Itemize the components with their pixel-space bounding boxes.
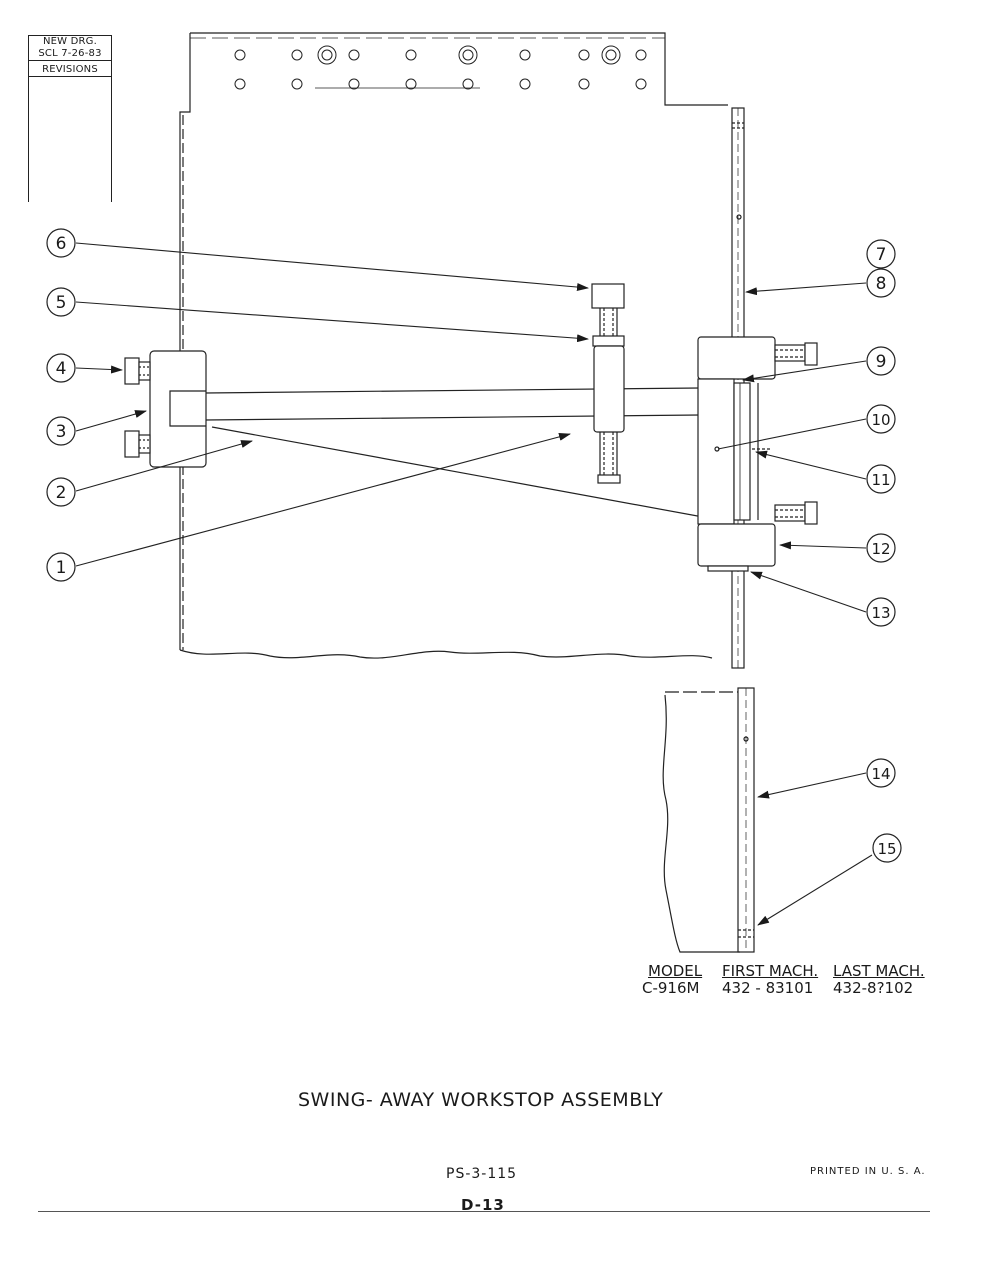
callout-3: 3	[46, 416, 76, 446]
callout-number: 10	[871, 411, 890, 429]
leader-12	[779, 541, 867, 550]
callout-circle	[866, 268, 896, 298]
right-hinge-block	[697, 336, 818, 572]
callout-circle	[46, 416, 76, 446]
callout-9: 9	[866, 346, 896, 376]
callout-circle	[866, 597, 896, 627]
break-line	[179, 649, 713, 659]
page-code: PS-3-115	[446, 1166, 518, 1182]
panel-holes	[234, 45, 647, 90]
left-clamp-block	[124, 350, 207, 468]
revision-line-new-drg: NEW DRG.	[42, 36, 98, 47]
leader-15	[757, 854, 873, 926]
leader-10	[717, 418, 867, 450]
callout-number: 6	[56, 234, 67, 254]
callout-number: 4	[56, 359, 67, 379]
leader-13	[750, 571, 867, 613]
leader-9	[742, 360, 867, 383]
model-header: MODEL	[648, 962, 703, 980]
callout-number: 3	[56, 422, 67, 442]
drawing-number: D-13	[461, 1196, 505, 1214]
callout-number: 2	[56, 483, 67, 503]
callout-number: 14	[871, 765, 890, 783]
last-mach-value: 432-8?102	[833, 979, 914, 997]
callout-number: 15	[877, 840, 896, 858]
callout-1: 1	[46, 552, 76, 582]
callout-circle	[46, 353, 76, 383]
callout-number: 7	[876, 245, 887, 265]
last-mach-header: LAST MACH.	[833, 962, 925, 980]
callout-number: 1	[56, 558, 67, 578]
callout-8: 8	[866, 268, 896, 298]
callout-number: 11	[871, 471, 890, 489]
callout-circle	[866, 346, 896, 376]
callout-number: 8	[876, 274, 887, 294]
callout-6: 6	[46, 228, 76, 258]
diagonal-brace	[211, 426, 704, 518]
revision-line-revisions: REVISIONS	[29, 64, 111, 77]
lower-detail	[662, 687, 755, 953]
panel-outline	[179, 32, 728, 650]
model-value: C-916M	[642, 979, 700, 997]
revision-line-date: SCL 7-26-83	[29, 48, 111, 61]
first-mach-value: 432 - 83101	[722, 979, 814, 997]
callout-10: 10	[866, 404, 896, 434]
drawing-title: SWING- AWAY WORKSTOP ASSEMBLY	[298, 1089, 664, 1111]
callout-circle	[866, 464, 896, 494]
callout-circle	[46, 287, 76, 317]
callout-12: 12	[866, 533, 896, 563]
callout-circle	[46, 477, 76, 507]
callout-number: 9	[876, 352, 887, 372]
callout-circle	[866, 533, 896, 563]
leader-5	[75, 301, 589, 343]
first-mach-header: FIRST MACH.	[722, 962, 819, 980]
callout-2: 2	[46, 477, 76, 507]
callout-4: 4	[46, 353, 76, 383]
callout-circle	[872, 833, 902, 863]
leader-8	[745, 282, 867, 296]
leader-3	[75, 410, 147, 432]
callout-15: 15	[872, 833, 902, 863]
stop-screw-assembly	[591, 283, 625, 484]
callout-circle	[866, 239, 896, 269]
callout-11: 11	[866, 464, 896, 494]
callout-circle	[46, 552, 76, 582]
callout-14: 14	[866, 758, 896, 788]
callout-5: 5	[46, 287, 76, 317]
leader-4	[75, 365, 123, 374]
callout-number: 12	[871, 540, 890, 558]
callout-circle	[866, 404, 896, 434]
revision-block: NEW DRG. SCL 7-26-83 REVISIONS	[28, 35, 112, 202]
callout-13: 13	[866, 597, 896, 627]
callout-number: 5	[56, 293, 67, 313]
leader-6	[75, 242, 589, 292]
callout-7: 7	[866, 239, 896, 269]
leader-1	[75, 432, 571, 567]
bottom-rule	[38, 1211, 930, 1212]
callout-number: 13	[871, 604, 890, 622]
callout-circle	[866, 758, 896, 788]
callout-circle	[46, 228, 76, 258]
printed-in-usa: PRINTED IN U. S. A.	[810, 1166, 926, 1177]
leader-14	[757, 772, 867, 799]
leader-11	[755, 450, 867, 480]
leader-lines	[75, 242, 873, 926]
leader-2	[75, 440, 253, 492]
